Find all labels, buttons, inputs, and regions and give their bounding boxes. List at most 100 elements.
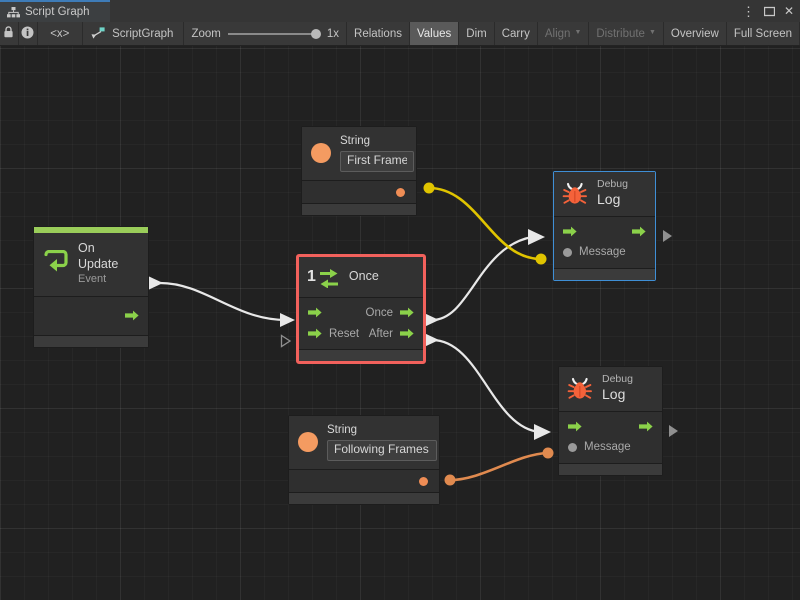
port-row-flow	[559, 416, 662, 437]
node-footer	[302, 204, 416, 216]
string-value-input[interactable]	[340, 151, 414, 173]
port-row-message: Message	[559, 437, 662, 458]
string-value-icon	[298, 432, 318, 453]
tab-script-graph[interactable]: Script Graph	[0, 0, 110, 22]
toolbar-button-overview[interactable]: Overview	[664, 22, 727, 45]
port-out-flow[interactable]	[632, 226, 646, 237]
node-footer	[559, 463, 662, 475]
window-tabbar: Script Graph ⋮ ✕	[0, 0, 800, 22]
once-badge: 1	[307, 267, 316, 285]
node-exit-triangle-icon	[669, 425, 678, 437]
code-icon: <x>	[50, 27, 70, 40]
node-footer	[299, 350, 423, 361]
info-button[interactable]	[19, 22, 38, 45]
toolbar-button-carry[interactable]: Carry	[495, 22, 538, 45]
toolbar-button-align[interactable]: Align ▼	[538, 22, 590, 45]
node-ports	[302, 181, 416, 205]
flow-arrow-icon	[632, 226, 646, 237]
toolbar-button-overview-label: Overview	[670, 27, 719, 40]
node-title: On Update	[78, 241, 119, 271]
port-in-reset[interactable]: Reset	[308, 328, 359, 340]
node-title-big: Log	[602, 386, 626, 403]
edge-layer	[148, 182, 554, 486]
toolbar-button-values[interactable]: Values	[409, 22, 460, 45]
port-in-message[interactable]: Message	[568, 441, 631, 453]
node-on-update[interactable]: On Update Event	[33, 226, 149, 348]
string-value-input[interactable]	[327, 440, 437, 462]
bug-icon	[567, 377, 593, 400]
node-ports: Message	[554, 216, 655, 269]
node-title-big: Log	[597, 191, 621, 208]
edge-string1-to-message1[interactable]	[423, 182, 547, 265]
node-footer	[34, 335, 148, 347]
port-in-message[interactable]: Message	[563, 246, 626, 258]
node-header: String	[302, 127, 416, 182]
node-exit-triangle-icon	[663, 230, 672, 242]
toolbar-button-relations[interactable]: Relations	[347, 22, 410, 45]
port-out-once[interactable]: Once	[366, 307, 415, 319]
toolbar-button-full-screen[interactable]: Full Screen	[727, 22, 800, 45]
chevron-down-icon: ▼	[574, 29, 582, 36]
maximize-icon[interactable]	[763, 6, 775, 17]
zoom-control[interactable]: Zoom 1x	[184, 22, 348, 45]
graph-name-display[interactable]: ScriptGraph	[83, 22, 185, 45]
toolbar-button-distribute-label: Distribute	[596, 27, 645, 40]
port-out-flow[interactable]	[639, 421, 653, 432]
close-icon[interactable]: ✕	[783, 4, 794, 18]
port-out-flow[interactable]	[125, 310, 139, 321]
port-in-flow[interactable]	[308, 307, 329, 318]
node-debug-log-1[interactable]: Debug Log Message	[553, 171, 656, 281]
node-title-small: Debug	[597, 178, 628, 190]
lock-button[interactable]	[0, 22, 19, 45]
node-footer	[554, 268, 655, 280]
node-debug-log-2[interactable]: Debug Log Message	[558, 366, 663, 476]
graph-canvas[interactable]: On Update Event String	[0, 46, 800, 600]
graph-name-label: ScriptGraph	[112, 27, 174, 40]
node-ports	[34, 296, 148, 336]
node-header: Debug Log	[559, 367, 662, 412]
node-subtitle: Event	[78, 273, 107, 286]
zoom-slider[interactable]	[227, 28, 321, 39]
toolbar-button-values-label: Values	[416, 27, 452, 40]
node-title: Once	[348, 268, 379, 283]
port-row-once: Once	[299, 302, 423, 323]
port-out-after[interactable]: After	[369, 328, 414, 340]
port-row-reset-after: Reset After	[299, 323, 423, 344]
window-controls: ⋮ ✕	[110, 0, 800, 22]
lock-icon	[3, 26, 14, 41]
port-row-out-flow	[34, 305, 148, 326]
node-title: String	[340, 135, 371, 147]
flow-arrow-icon	[400, 328, 414, 339]
node-title: String	[327, 424, 358, 436]
toolbar-button-dim-label: Dim	[466, 27, 487, 40]
port-out-value[interactable]	[419, 476, 428, 486]
graph-toolbar: <x> ScriptGraph Zoom 1x Relations Values…	[0, 22, 800, 46]
event-loop-icon	[43, 249, 69, 278]
once-reset-stub-triangle-icon	[280, 334, 292, 348]
port-in-reset-label: Reset	[329, 327, 360, 340]
edge-once-to-debuglog1[interactable]	[424, 229, 545, 327]
flow-arrow-icon	[125, 310, 139, 320]
code-view-button[interactable]: <x>	[38, 22, 84, 45]
toolbar-button-full-screen-label: Full Screen	[733, 27, 792, 40]
port-in-flow[interactable]	[563, 226, 577, 237]
edge-after-to-debuglog2[interactable]	[424, 333, 551, 440]
toolbar-button-distribute[interactable]: Distribute ▼	[589, 22, 664, 45]
zoom-slider-knob[interactable]	[310, 28, 321, 39]
toolbar-button-align-label: Align	[544, 27, 571, 40]
node-string-first-frame[interactable]: String	[301, 126, 417, 217]
port-in-flow[interactable]	[568, 421, 582, 432]
edge-string2-to-message2[interactable]	[444, 447, 554, 486]
toolbar-button-carry-label: Carry	[501, 27, 530, 40]
edge-onupdate-to-once[interactable]	[148, 276, 295, 327]
node-once[interactable]: 1 Once Once	[296, 254, 426, 364]
overflow-menu-icon[interactable]: ⋮	[741, 3, 755, 19]
node-ports: Message	[559, 411, 662, 464]
node-header: String	[289, 416, 439, 471]
port-out-value[interactable]	[396, 187, 405, 197]
info-icon	[21, 26, 34, 42]
toolbar-button-dim[interactable]: Dim	[459, 22, 495, 45]
flow-arrow-icon	[308, 328, 322, 339]
node-string-following-frames[interactable]: String	[288, 415, 440, 506]
once-counter-icon: 1	[307, 265, 340, 288]
